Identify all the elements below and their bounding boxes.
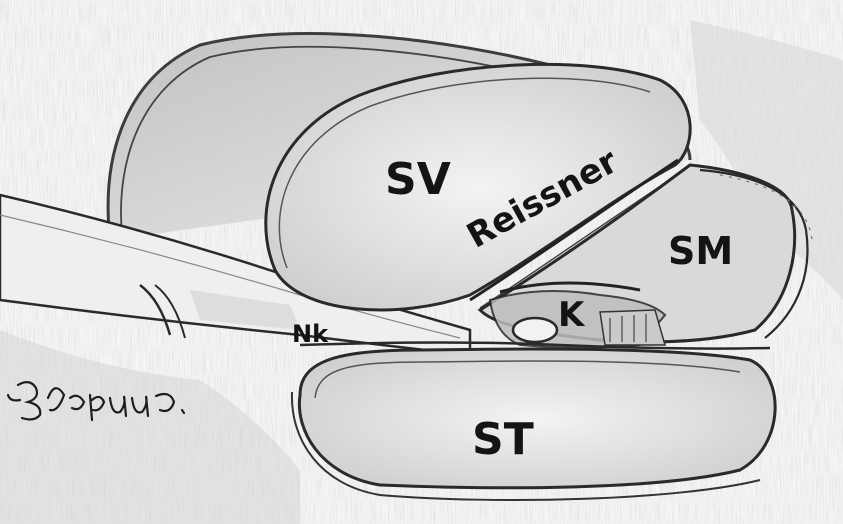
label-nerve: Nk bbox=[292, 322, 328, 346]
label-scala-tympani: ST bbox=[472, 418, 534, 462]
tunnel-of-corti bbox=[513, 318, 557, 342]
label-organ-k: K bbox=[558, 298, 584, 332]
scala-tympani-chamber bbox=[299, 349, 775, 488]
label-scala-media: SM bbox=[668, 232, 733, 270]
label-scala-vestibuli: SV bbox=[385, 158, 451, 202]
